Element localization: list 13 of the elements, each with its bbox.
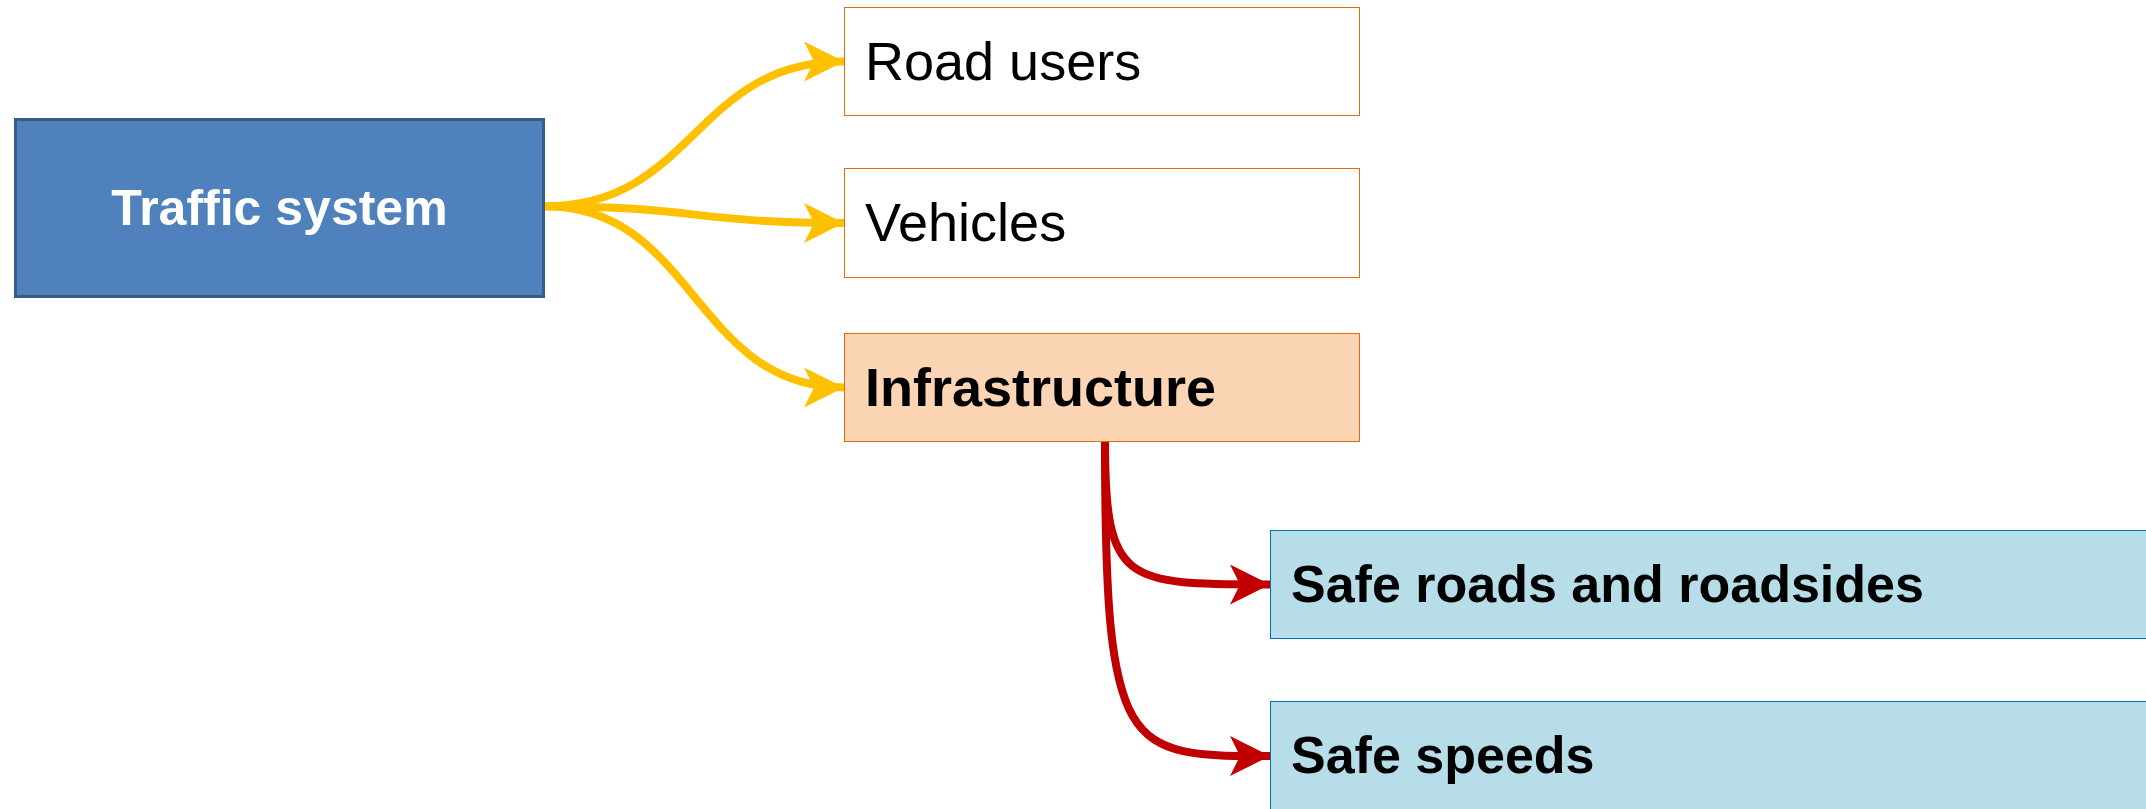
system-box <box>14 118 545 298</box>
node-label: Vehicles <box>865 193 1067 253</box>
node-label: Traffic system <box>111 180 448 236</box>
subcategory-box <box>1270 701 2146 809</box>
node-label: Infrastructure <box>865 357 1217 418</box>
highlighted-category-box <box>844 333 1360 442</box>
category-box <box>844 7 1360 116</box>
subcategory-box <box>1270 530 2146 639</box>
node-label: Safe speeds <box>1291 727 1595 785</box>
category-box <box>844 168 1360 278</box>
node-label: Safe roads and roadsides <box>1291 555 1924 614</box>
node-label: Road users <box>865 31 1142 92</box>
curved-arrow <box>1101 441 1270 776</box>
